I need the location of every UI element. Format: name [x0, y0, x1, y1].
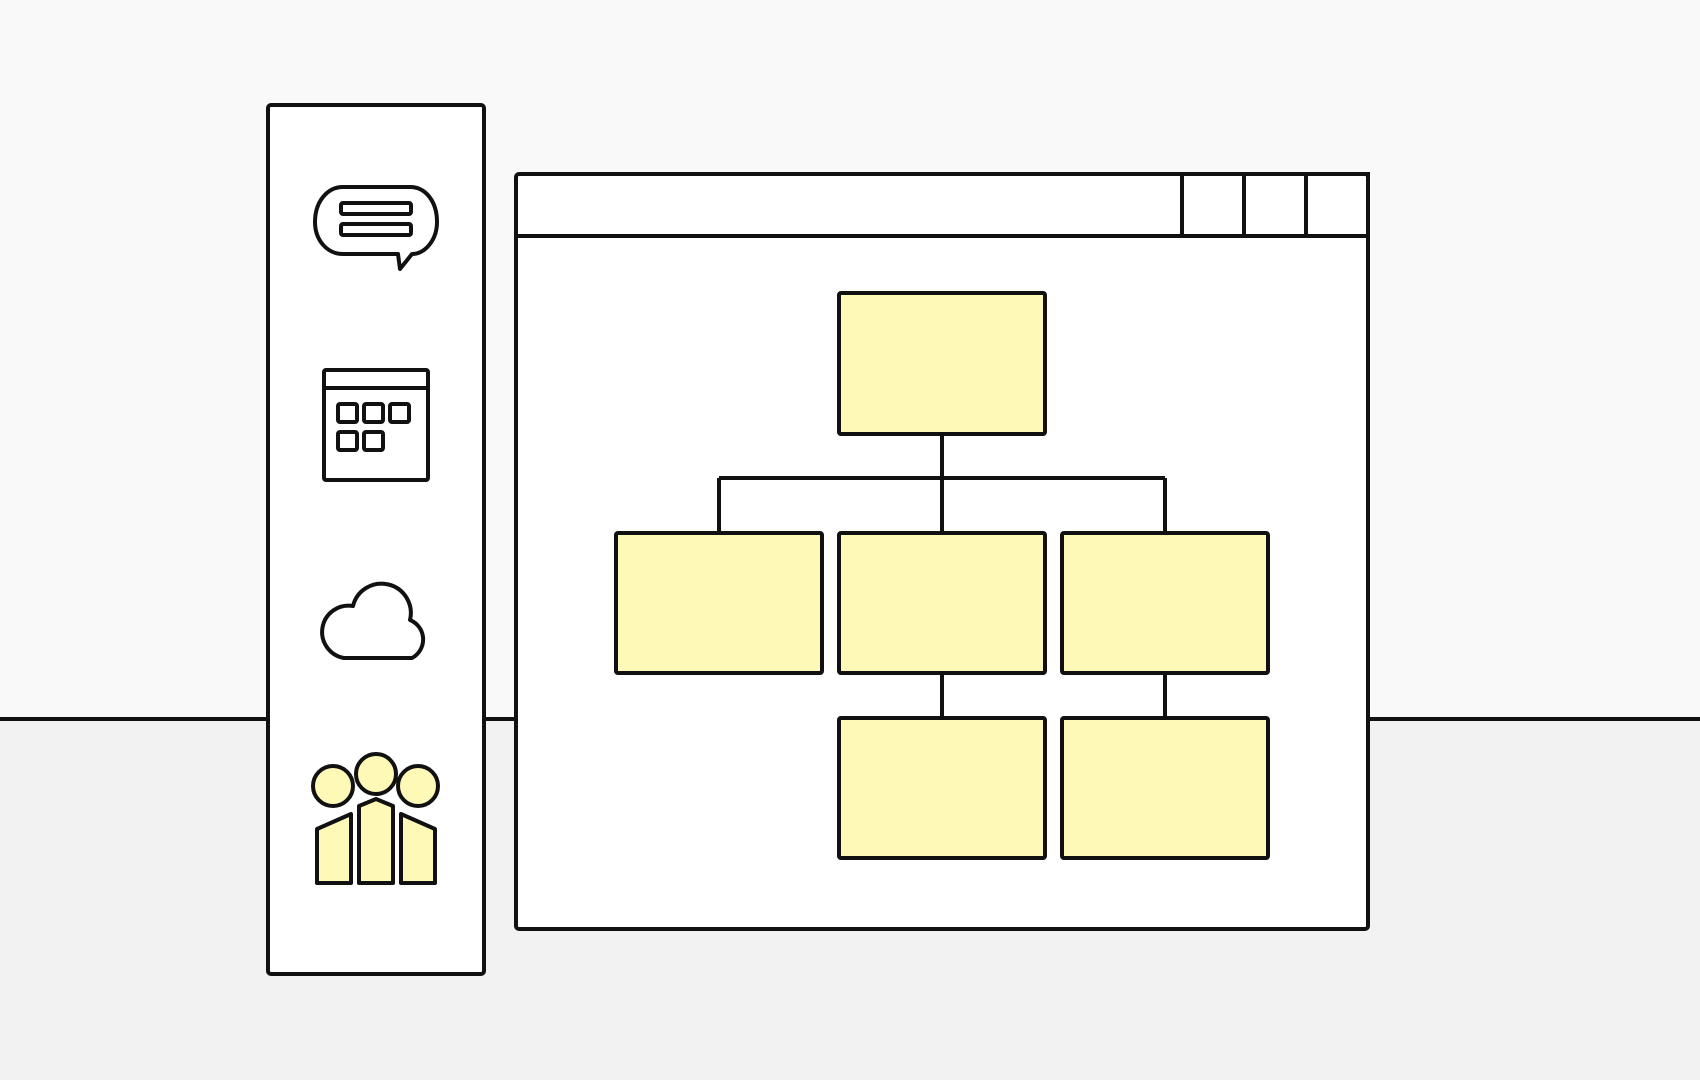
org-node-root[interactable]	[837, 291, 1047, 436]
org-node-right[interactable]	[1060, 531, 1270, 675]
org-node-right-child[interactable]	[1060, 716, 1270, 860]
close-button[interactable]	[1304, 172, 1370, 238]
org-node-center[interactable]	[837, 531, 1047, 675]
app-window	[514, 172, 1370, 931]
chat-bubble-icon[interactable]	[313, 185, 439, 271]
people-group-icon[interactable]	[311, 752, 440, 885]
org-node-center-child[interactable]	[837, 716, 1047, 860]
sidebar-panel	[266, 103, 486, 976]
maximize-button[interactable]	[1242, 172, 1308, 238]
calendar-icon[interactable]	[322, 368, 430, 482]
org-chart	[614, 291, 1270, 860]
org-chart-connectors	[717, 434, 1167, 718]
minimize-button[interactable]	[1180, 172, 1246, 238]
cloud-icon[interactable]	[320, 581, 426, 660]
org-node-left[interactable]	[614, 531, 824, 675]
